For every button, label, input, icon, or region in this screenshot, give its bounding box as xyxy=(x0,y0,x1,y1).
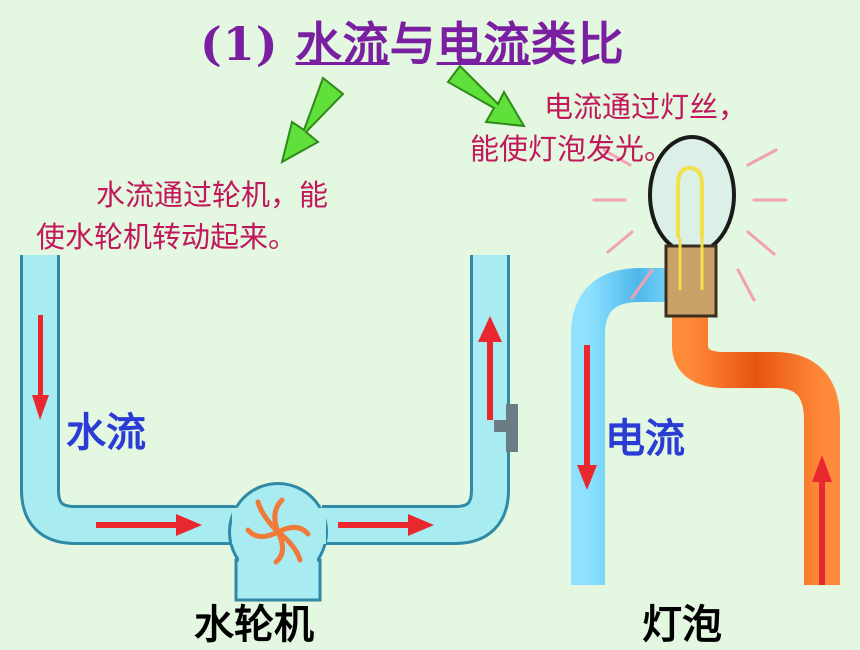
turbine-blades-icon xyxy=(245,497,311,565)
pointer-arrows xyxy=(280,64,526,164)
current-note-line1: 电流通过灯丝， xyxy=(544,90,748,124)
water-note-line1: 水流通过轮机，能 xyxy=(96,178,329,212)
light-bulb xyxy=(592,135,788,318)
pointer-arrow-right xyxy=(446,64,526,128)
water-flow-label: 水流 xyxy=(66,410,146,456)
pointer-arrow-left xyxy=(280,76,345,164)
title: (1) 水流与电流类比 xyxy=(200,8,625,74)
blue-wire xyxy=(571,268,688,585)
title-prefix: (1) xyxy=(200,17,279,71)
water-note-line2: 使水轮机转动起来。 xyxy=(36,220,298,254)
light-bulb-caption: 灯泡 xyxy=(642,602,722,648)
flow-arrow-down-left xyxy=(32,315,49,420)
water-wheel xyxy=(228,482,328,602)
title-suffix: 类比 xyxy=(530,17,625,71)
valve-stem xyxy=(494,420,508,432)
title-connector: 与 xyxy=(389,17,437,71)
orange-wire xyxy=(672,315,840,585)
current-note: 电流通过灯丝， 能使灯泡发光。 xyxy=(470,86,747,170)
flow-arrow-right-2 xyxy=(338,514,434,536)
glow-rays xyxy=(592,148,788,302)
water-pipe xyxy=(20,255,518,545)
electric-current-label: 电流 xyxy=(605,416,685,462)
water-flow-arrows xyxy=(32,315,502,536)
flow-arrow-right-1 xyxy=(96,514,202,536)
water-wheel-caption: 水轮机 xyxy=(194,602,314,648)
valve-handle xyxy=(506,404,518,452)
current-arrow-down xyxy=(577,345,597,490)
current-arrow-up xyxy=(812,455,832,585)
water-note: 水流通过轮机，能 使水轮机转动起来。 xyxy=(36,174,328,258)
title-electric-current: 电流 xyxy=(436,17,531,71)
current-note-line2: 能使灯泡发光。 xyxy=(470,132,674,166)
title-water-flow: 水流 xyxy=(295,17,390,71)
bulb-base xyxy=(664,244,718,318)
flow-arrow-up-right xyxy=(478,316,502,420)
